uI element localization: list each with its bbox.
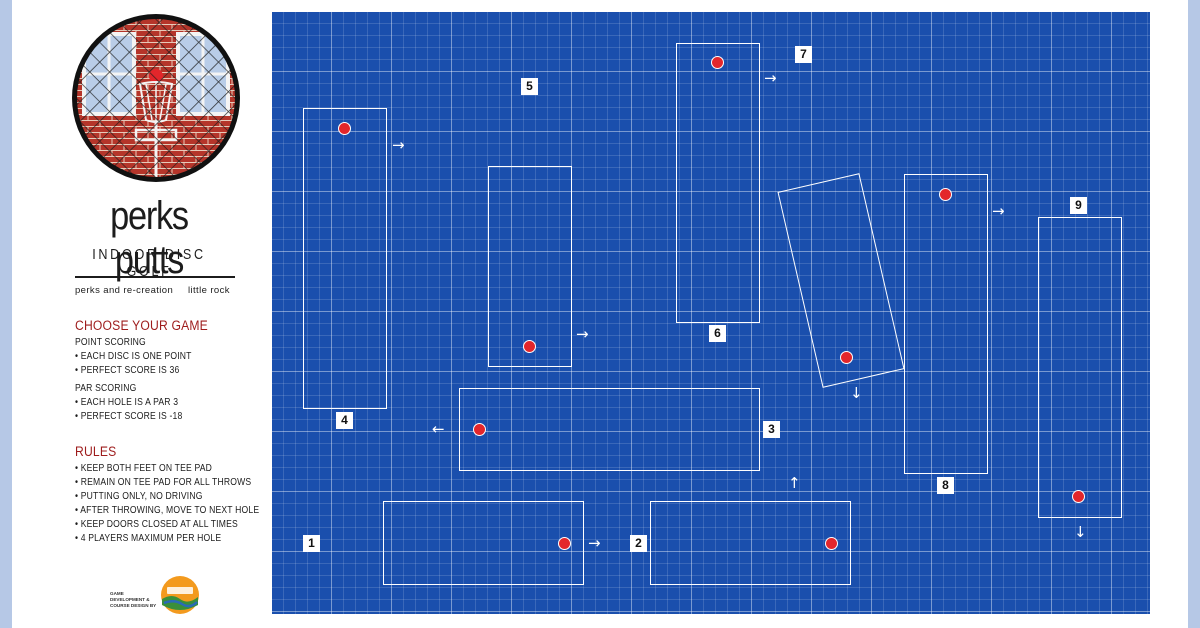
tee-pad-4[interactable] [303,108,387,409]
info-panel: perks putts INDOOR DISC GOLF perks and r… [12,0,260,628]
tee-pad-2[interactable] [650,501,851,585]
point-scoring-title: POINT SCORING [75,337,146,348]
tee-pad-9[interactable] [1038,217,1122,518]
hole-number-2: 2 [630,535,647,552]
perks-putts-logo-icon [72,14,240,182]
tee-pad-8[interactable] [904,174,988,474]
par-scoring-item: • EACH HOLE IS A PAR 3 [75,397,179,408]
basket-3 [473,423,486,436]
basket-4 [338,122,351,135]
hole-number-6: 6 [709,325,726,342]
tee-pad-6[interactable] [676,43,760,323]
arrow-right-icon: → [992,202,1005,220]
rule-item: • KEEP BOTH FEET ON TEE PAD [75,463,213,474]
rules-heading: RULES [75,444,117,459]
divider [75,276,235,278]
hole-number-4: 4 [336,412,353,429]
arrow-left-icon: ← [432,420,445,438]
point-scoring-item: • PERFECT SCORE IS 36 [75,365,180,376]
rule-item: • KEEP DOORS CLOSED AT ALL TIMES [75,519,238,530]
choose-game-section: CHOOSE YOUR GAME POINT SCORING • EACH DI… [75,318,255,422]
tee-pad-3[interactable] [459,388,760,471]
hole-number-3: 3 [763,421,780,438]
brand-subtitle-right: little rock [188,285,230,296]
arrow-right-icon: → [764,69,777,87]
arrow-up-icon: ↑ [788,474,801,492]
brand-subtitle-left: perks and re-creation [75,285,174,296]
brand-tagline: INDOOR DISC GOLF [92,246,206,280]
basket-7 [840,351,853,364]
basket-5 [523,340,536,353]
hole-number-9: 9 [1070,197,1087,214]
par-scoring-title: PAR SCORING [75,383,137,394]
course-map: 1 → 2 ↑ 3 ← 4 → 5 → 6 7 → ↓ 8 → 9 ↓ [272,12,1150,614]
hole-number-8: 8 [937,477,954,494]
arrow-right-icon: → [576,325,589,343]
basket-2 [825,537,838,550]
par-scoring-item: • PERFECT SCORE IS -18 [75,411,183,422]
rule-item: • AFTER THROWING, MOVE TO NEXT HOLE [75,505,260,516]
basket-1 [558,537,571,550]
partner-logo-icon [161,576,199,614]
hole-number-7: 7 [795,46,812,63]
rule-item: • 4 PLAYERS MAXIMUM PER HOLE [75,533,222,544]
rule-item: • REMAIN ON TEE PAD FOR ALL THROWS [75,477,252,488]
tee-pad-1[interactable] [383,501,584,585]
arrow-right-icon: → [392,136,405,154]
basket-9 [1072,490,1085,503]
basket-6 [711,56,724,69]
choose-game-heading: CHOOSE YOUR GAME [75,318,208,333]
arrow-down-icon: ↓ [1074,523,1087,541]
hole-number-1: 1 [303,535,320,552]
design-credit: GAME DEVELOPMENT & COURSE DESIGN BY [110,591,157,608]
hole-number-5: 5 [521,78,538,95]
arrow-right-icon: → [588,534,601,552]
rule-item: • PUTTING ONLY, NO DRIVING [75,491,203,502]
point-scoring-item: • EACH DISC IS ONE POINT [75,351,192,362]
basket-8 [939,188,952,201]
tee-pad-5[interactable] [488,166,572,367]
rules-section: RULES • KEEP BOTH FEET ON TEE PAD • REMA… [75,444,260,544]
arrow-down-icon: ↓ [850,384,863,402]
brand-name: perks putts [110,194,189,282]
